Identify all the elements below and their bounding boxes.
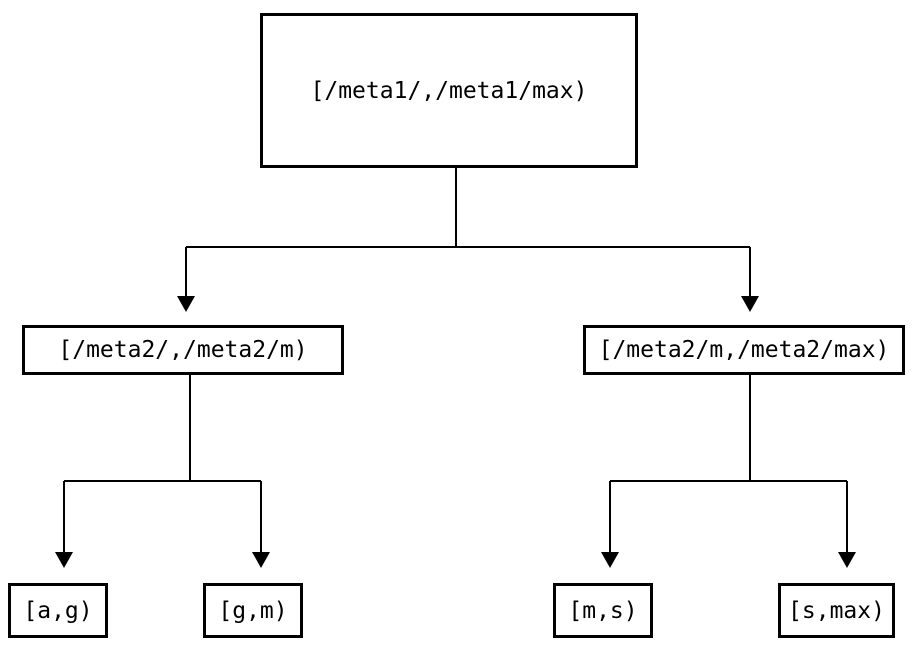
node-leaf-a-g: [a,g)	[8, 583, 108, 638]
arrowhead-leaf-gm-icon	[252, 552, 270, 568]
node-meta2-left-range: [/meta2/,/meta2/m)	[22, 325, 344, 375]
edge-right-to-leaves	[601, 375, 856, 568]
arrowhead-leaf-smax-icon	[838, 552, 856, 568]
edge-root-to-level2	[177, 168, 759, 312]
edge-left-to-leaves	[55, 375, 270, 568]
arrowhead-right-branch-icon	[741, 296, 759, 312]
node-label: [m,s)	[568, 597, 638, 624]
node-label: [g,m)	[218, 597, 288, 624]
node-label: [/meta2/,/meta2/m)	[58, 337, 308, 363]
node-leaf-s-max: [s,max)	[778, 583, 895, 638]
node-leaf-m-s: [m,s)	[553, 583, 653, 638]
node-meta2-right-range: [/meta2/m,/meta2/max)	[583, 325, 905, 375]
node-label: [/meta2/m,/meta2/max)	[598, 337, 890, 363]
arrowhead-leaf-ag-icon	[55, 552, 73, 568]
node-label: [/meta1/,/meta1/max)	[310, 77, 588, 104]
node-root-meta1-range: [/meta1/,/meta1/max)	[260, 13, 638, 168]
node-label: [s,max)	[788, 597, 885, 624]
arrowhead-left-branch-icon	[177, 296, 195, 312]
node-leaf-g-m: [g,m)	[203, 583, 303, 638]
node-label: [a,g)	[23, 597, 93, 624]
arrowhead-leaf-ms-icon	[601, 552, 619, 568]
